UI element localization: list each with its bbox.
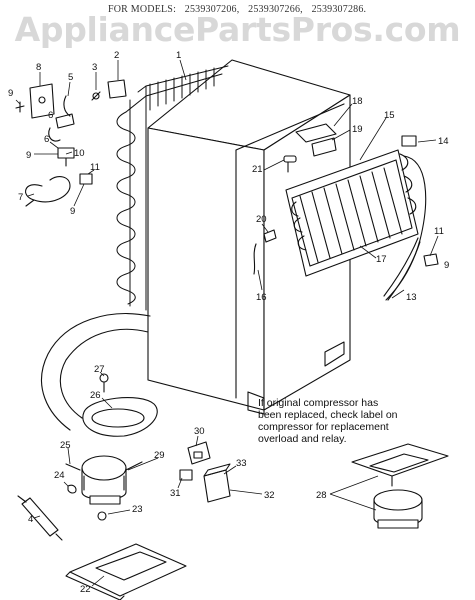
compressor (81, 455, 143, 521)
callout-6: 6 (44, 134, 49, 145)
callout-20: 20 (256, 214, 267, 225)
part-10-switch (57, 147, 75, 167)
power-wire (383, 237, 421, 301)
callout-16: 16 (256, 292, 267, 303)
power-cord-7 (25, 176, 71, 207)
callout-15: 15 (384, 110, 395, 121)
thermostat-right (423, 253, 439, 267)
condenser-coil (116, 65, 229, 311)
callout-31: 31 (170, 488, 181, 499)
grommet-24 (67, 484, 77, 494)
overload-31 (179, 469, 193, 481)
note-line: overload and relay. (258, 433, 347, 445)
wire-part-6 (48, 127, 61, 142)
callout-25: 25 (60, 440, 71, 451)
callout-11: 11 (90, 162, 100, 173)
heater-clip (263, 229, 277, 243)
callout-9: 9 (8, 88, 13, 99)
callout-23: 23 (132, 504, 143, 515)
callout-3: 3 (92, 62, 97, 73)
callout-5: 5 (68, 72, 73, 83)
thermostat-part-5 (55, 95, 75, 129)
callout-18: 18 (352, 96, 363, 107)
callout-24: 24 (54, 470, 65, 481)
relay-30 (187, 441, 211, 465)
compressor-note: If original compressor has been replaced… (258, 397, 428, 445)
callout-29: 29 (154, 450, 165, 461)
callout-4: 4 (28, 514, 33, 525)
callout-9: 9 (70, 206, 75, 217)
drain-hose (40, 313, 151, 431)
callout-10: 10 (74, 148, 85, 159)
callout-33: 33 (236, 458, 247, 469)
evaporator-cover-bracket (295, 123, 337, 143)
tube-25 (65, 463, 81, 471)
callout-11: 11 (434, 226, 444, 237)
callout-22: 22 (80, 584, 91, 595)
drain-pan (82, 373, 158, 437)
evaporator-bracket (311, 137, 337, 157)
models-header: FOR MODELS: 2539307206, 2539307266, 2539… (108, 4, 468, 15)
callout-6: 6 (48, 110, 53, 121)
callout-26: 26 (90, 390, 101, 401)
callout-14: 14 (438, 136, 449, 147)
evaporator-assembly (285, 149, 427, 301)
callout-32: 32 (264, 490, 275, 501)
callout-19: 19 (352, 124, 363, 135)
callout-1: 1 (176, 50, 181, 61)
note-line: compressor for replacement (258, 421, 389, 433)
filter-drier (17, 495, 63, 541)
note-line: If original compressor has (258, 397, 379, 409)
callout-21: 21 (252, 164, 263, 175)
callout-8: 8 (36, 62, 41, 73)
defrost-heater (253, 243, 257, 275)
drain-tube (283, 155, 297, 173)
part-2-bracket (107, 79, 127, 99)
bracket-part-8 (29, 83, 55, 119)
callout-30: 30 (194, 426, 205, 437)
terminal-connector (401, 135, 417, 147)
callout-9: 9 (444, 260, 449, 271)
compressor-base (65, 543, 187, 600)
model-number: 2539307206, (184, 4, 240, 15)
relay-cover-33 (203, 463, 231, 503)
part-11-left (79, 173, 93, 185)
callout-28: 28 (316, 490, 327, 501)
note-line: been replaced, check label on (258, 409, 398, 421)
callout-7: 7 (18, 192, 23, 203)
models-prefix: FOR MODELS: (108, 4, 177, 15)
compressor-right (351, 443, 449, 529)
screw-part-3 (91, 91, 101, 101)
model-number: 2539307266, (248, 4, 303, 15)
model-number: 2539307286. (311, 4, 367, 15)
callout-2: 2 (114, 50, 119, 61)
callout-27: 27 (94, 364, 105, 375)
callout-13: 13 (406, 292, 417, 303)
callout-9: 9 (26, 150, 31, 161)
callout-17: 17 (376, 254, 387, 265)
